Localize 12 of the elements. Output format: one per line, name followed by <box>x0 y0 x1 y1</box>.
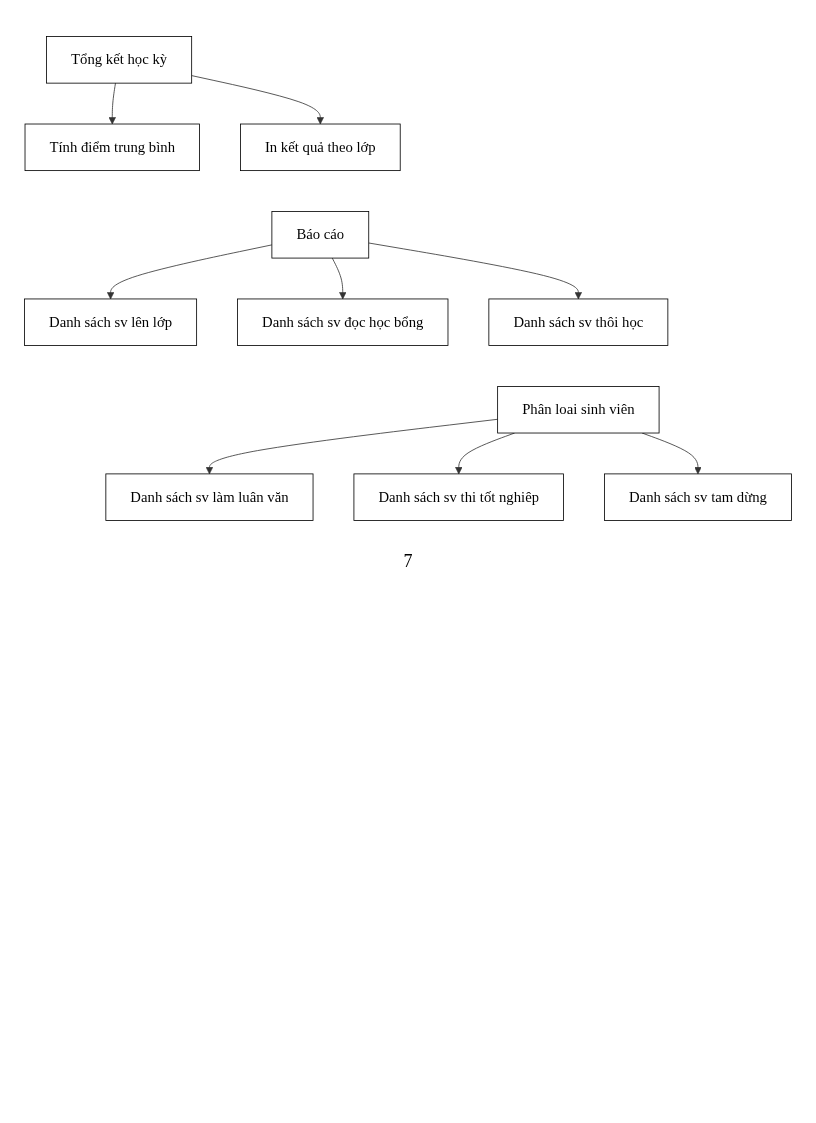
node-box: Danh sách sv lên lớp <box>24 298 198 346</box>
node-box: Tổng kết học kỳ <box>46 36 193 84</box>
node-box: In kết quả theo lớp <box>240 123 401 171</box>
page-number: 7 <box>402 551 414 573</box>
node-box: Tính điểm trung bình <box>24 123 200 171</box>
node-box: Danh sách sv thi tốt nghiêp <box>353 473 564 521</box>
node-box: Danh sách sv làm luân văn <box>105 473 314 521</box>
node-box: Danh sách sv thôi học <box>488 298 669 346</box>
node-box: Danh sách sv tam dừng <box>604 473 792 521</box>
node-box: Danh sách sv đọc học bổng <box>237 298 449 346</box>
node-box: Báo cáo <box>271 211 370 259</box>
node-box: Phân loai sinh viên <box>497 386 660 434</box>
